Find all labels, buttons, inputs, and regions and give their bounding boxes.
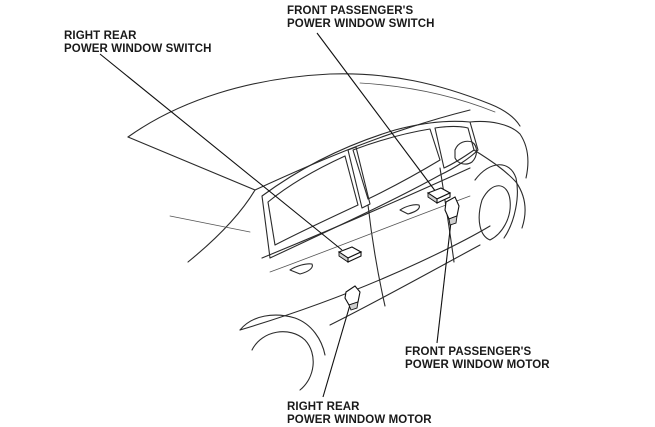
roof-rear-edge (127, 136, 256, 191)
leader-front-passenger-switch (316, 32, 437, 193)
rear-window-glass (267, 155, 359, 246)
callout-line-1: RIGHT REAR (64, 30, 137, 42)
callout-right-rear-power-window-switch: RIGHT REAR POWER WINDOW SWITCH (64, 30, 212, 56)
body-beltline (261, 167, 471, 259)
roof-trim (254, 109, 471, 191)
leader-right-rear-switch (99, 53, 343, 251)
callout-line-2: POWER WINDOW MOTOR (287, 414, 432, 426)
callout-front-passenger-power-window-motor: FRONT PASSENGER'S POWER WINDOW MOTOR (405, 346, 550, 372)
leader-front-passenger-motor (436, 212, 453, 344)
front-passenger-power-window-motor (444, 196, 460, 226)
trunk-line (169, 215, 251, 233)
lower-body (239, 225, 491, 331)
front-door-glass (434, 125, 475, 169)
sunroof-line (359, 82, 496, 113)
character-line (269, 195, 471, 273)
roof-outline (127, 73, 521, 138)
rear-door-seam (367, 204, 386, 307)
rear-wheel-arch (239, 314, 326, 356)
callout-line-1: FRONT PASSENGER'S (287, 5, 414, 17)
callout-line-2: POWER WINDOW MOTOR (405, 359, 550, 371)
right-rear-power-window-motor (344, 285, 361, 311)
front-passenger-power-window-switch (426, 187, 452, 204)
leader-right-rear-motor (322, 297, 353, 398)
front-fender (473, 149, 526, 229)
callout-line-1: FRONT PASSENGER'S (405, 346, 532, 358)
front-door-handle (399, 204, 420, 215)
callout-line-2: POWER WINDOW SWITCH (64, 43, 212, 55)
front-wheel-arch (474, 164, 518, 239)
callout-right-rear-power-window-motor: RIGHT REAR POWER WINDOW MOTOR (287, 401, 432, 427)
rear-door-handle (289, 263, 313, 275)
callout-line-1: RIGHT REAR (287, 401, 360, 413)
rear-wheel (251, 331, 314, 391)
window-frame (261, 120, 479, 259)
callout-front-passenger-power-window-switch: FRONT PASSENGER'S POWER WINDOW SWITCH (287, 5, 435, 31)
side-mirror (454, 140, 478, 165)
rocker-panel (329, 244, 481, 326)
rear-door-glass (352, 128, 441, 200)
callout-line-2: POWER WINDOW SWITCH (287, 18, 435, 30)
b-pillar (347, 146, 371, 209)
hood-line (469, 120, 529, 179)
right-rear-power-window-switch (337, 246, 363, 263)
front-wheel (478, 185, 511, 241)
